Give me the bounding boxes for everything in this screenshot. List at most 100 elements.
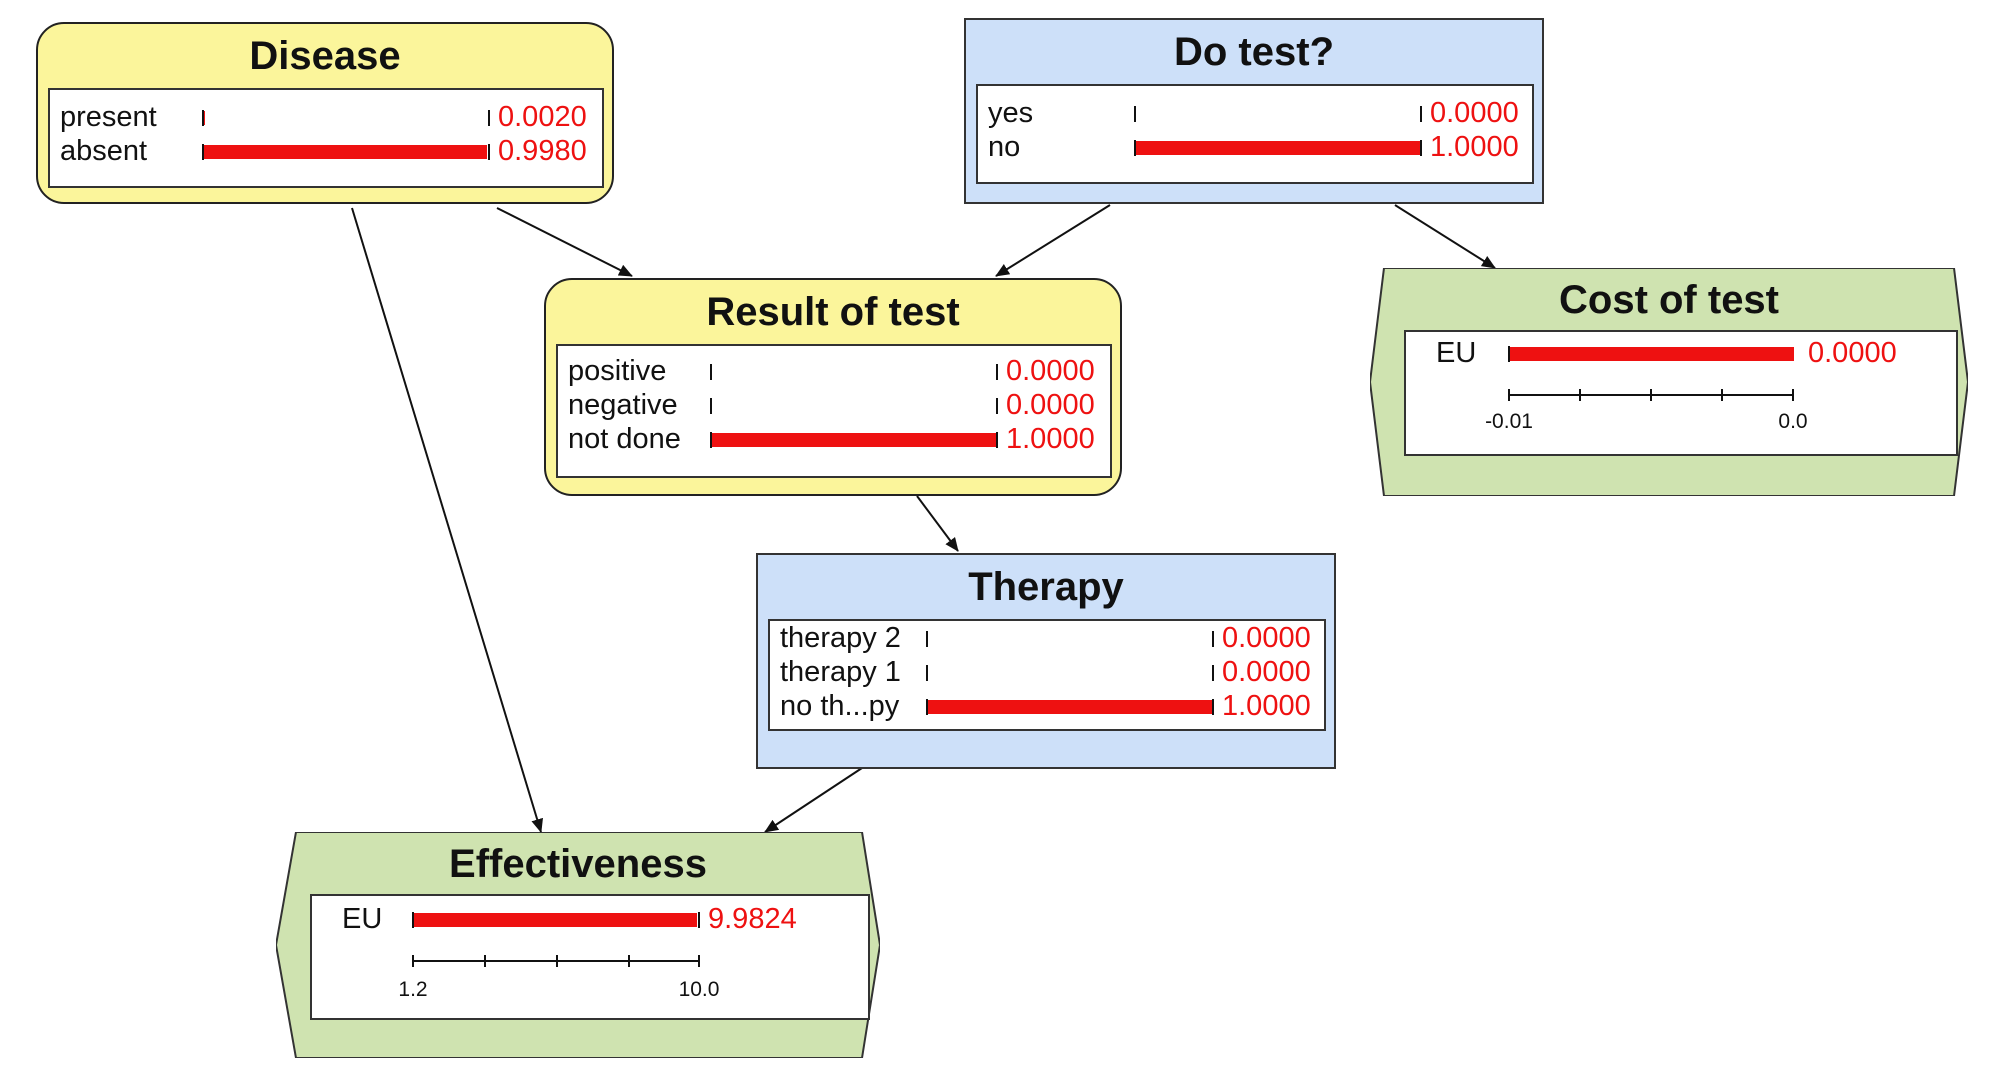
state-row-not-done[interactable]: not done 1.0000 xyxy=(558,422,1110,456)
eu-scale-tick xyxy=(412,955,414,967)
eu-scale-tick xyxy=(1579,389,1581,401)
eu-row[interactable]: EU 9.9824 xyxy=(312,902,868,936)
bar-end-tick xyxy=(488,144,490,160)
eu-scale-tick xyxy=(1792,389,1794,401)
state-label: therapy 2 xyxy=(780,622,901,654)
bar-start-tick xyxy=(926,631,928,647)
probability-value: 0.0000 xyxy=(1222,656,1311,688)
state-panel: positive 0.0000 negative 0.0000 not done… xyxy=(556,344,1112,478)
node-do-test[interactable]: Do test? yes 0.0000 no 1.0000 xyxy=(964,18,1544,204)
eu-scale-tick xyxy=(698,955,700,967)
bar-end-tick xyxy=(1420,106,1422,122)
bar-start-tick xyxy=(710,432,712,448)
bar-start-tick xyxy=(1508,346,1510,362)
node-title: Therapy xyxy=(968,565,1124,609)
state-row-no-therapy[interactable]: no th...py 1.0000 xyxy=(770,689,1324,723)
state-label: negative xyxy=(568,389,678,421)
probability-value: 0.0020 xyxy=(498,101,587,133)
node-therapy[interactable]: Therapy therapy 2 0.0000 therapy 1 0.000… xyxy=(756,553,1336,769)
node-title: Disease xyxy=(249,34,401,78)
state-row-absent[interactable]: absent 0.9980 xyxy=(50,134,602,168)
state-panel: yes 0.0000 no 1.0000 xyxy=(976,84,1534,184)
probability-bar xyxy=(204,111,205,125)
node-cost-of-test[interactable]: Cost of test EU 0.0000 -0.01 0.0 xyxy=(1370,268,1968,496)
node-disease[interactable]: Disease present 0.0020 absent 0.9980 xyxy=(36,22,614,204)
eu-value: 9.9824 xyxy=(708,903,797,935)
probability-value: 0.0000 xyxy=(1430,97,1519,129)
eu-scale-tick xyxy=(1721,389,1723,401)
state-row-positive[interactable]: positive 0.0000 xyxy=(558,354,1110,388)
eu-scale-max-label: 10.0 xyxy=(678,978,720,1001)
node-title: Cost of test xyxy=(1559,278,1779,322)
eu-scale-tick xyxy=(628,955,630,967)
probability-bar xyxy=(712,433,996,447)
state-row-no[interactable]: no 1.0000 xyxy=(978,130,1532,164)
state-row-yes[interactable]: yes 0.0000 xyxy=(978,96,1532,130)
bar-end-tick xyxy=(1420,140,1422,156)
state-row-therapy-2[interactable]: therapy 2 0.0000 xyxy=(770,621,1324,655)
utility-panel: EU 9.9824 1.2 10.0 xyxy=(310,894,870,1020)
bar-end-tick xyxy=(488,110,490,126)
bar-start-tick xyxy=(202,110,204,126)
probability-bar xyxy=(928,700,1212,714)
state-label: absent xyxy=(60,135,148,167)
eu-scale-tick xyxy=(1508,389,1510,401)
state-row-therapy-1[interactable]: therapy 1 0.0000 xyxy=(770,655,1324,689)
edge-dotest-to-result xyxy=(995,204,1111,277)
state-label: not done xyxy=(568,423,681,455)
bar-end-tick xyxy=(1212,699,1214,715)
bar-start-tick xyxy=(412,912,414,928)
bar-start-tick xyxy=(926,665,928,681)
eu-scale-tick xyxy=(484,955,486,967)
node-effectiveness[interactable]: Effectiveness EU 9.9824 1.2 10.0 xyxy=(276,832,880,1058)
edge-disease-to-result xyxy=(496,207,633,277)
state-panel: therapy 2 0.0000 therapy 1 0.0000 no th.… xyxy=(768,619,1326,731)
state-label: no xyxy=(988,131,1021,163)
eu-bar xyxy=(1510,347,1794,361)
state-label: yes xyxy=(988,97,1034,129)
utility-panel: EU 0.0000 -0.01 0.0 xyxy=(1404,330,1958,456)
node-result-of-test[interactable]: Result of test positive 0.0000 negative … xyxy=(544,278,1122,496)
edge-result-to-therapy xyxy=(916,495,959,552)
node-title: Result of test xyxy=(706,290,960,334)
eu-scale-tick xyxy=(1650,389,1652,401)
eu-value: 0.0000 xyxy=(1808,337,1897,369)
eu-label: EU xyxy=(342,903,383,935)
bar-end-tick xyxy=(1212,665,1214,681)
eu-label: EU xyxy=(1436,337,1477,369)
probability-value: 0.9980 xyxy=(498,135,587,167)
bar-end-tick xyxy=(996,398,998,414)
edge-disease-to-effectiveness xyxy=(351,207,543,833)
state-row-negative[interactable]: negative 0.0000 xyxy=(558,388,1110,422)
bar-start-tick xyxy=(1134,106,1136,122)
eu-row[interactable]: EU 0.0000 xyxy=(1406,336,1956,370)
eu-scale-min-label: 1.2 xyxy=(398,978,428,1001)
bar-end-tick xyxy=(996,364,998,380)
bar-end-tick xyxy=(996,432,998,448)
edge-dotest-to-cost xyxy=(1394,204,1496,269)
eu-scale-max-label: 0.0 xyxy=(1778,410,1808,433)
eu-scale-min-label: -0.01 xyxy=(1485,410,1533,433)
node-title: Effectiveness xyxy=(449,842,707,886)
probability-value: 0.0000 xyxy=(1006,389,1095,421)
probability-bar xyxy=(204,145,487,159)
state-label: present xyxy=(60,101,157,133)
bar-start-tick xyxy=(202,144,204,160)
probability-value: 1.0000 xyxy=(1222,690,1311,722)
state-panel: present 0.0020 absent 0.9980 xyxy=(48,88,604,188)
eu-scale-tick xyxy=(556,955,558,967)
probability-value: 0.0000 xyxy=(1222,622,1311,654)
bar-start-tick xyxy=(710,398,712,414)
state-label: positive xyxy=(568,355,667,387)
probability-value: 0.0000 xyxy=(1006,355,1095,387)
probability-value: 1.0000 xyxy=(1430,131,1519,163)
eu-bar xyxy=(414,913,697,927)
probability-bar xyxy=(1136,141,1420,155)
bar-start-tick xyxy=(710,364,712,380)
bar-end-tick xyxy=(698,912,700,928)
state-label: therapy 1 xyxy=(780,656,901,688)
state-row-present[interactable]: present 0.0020 xyxy=(50,100,602,134)
bar-start-tick xyxy=(1134,140,1136,156)
bar-start-tick xyxy=(926,699,928,715)
